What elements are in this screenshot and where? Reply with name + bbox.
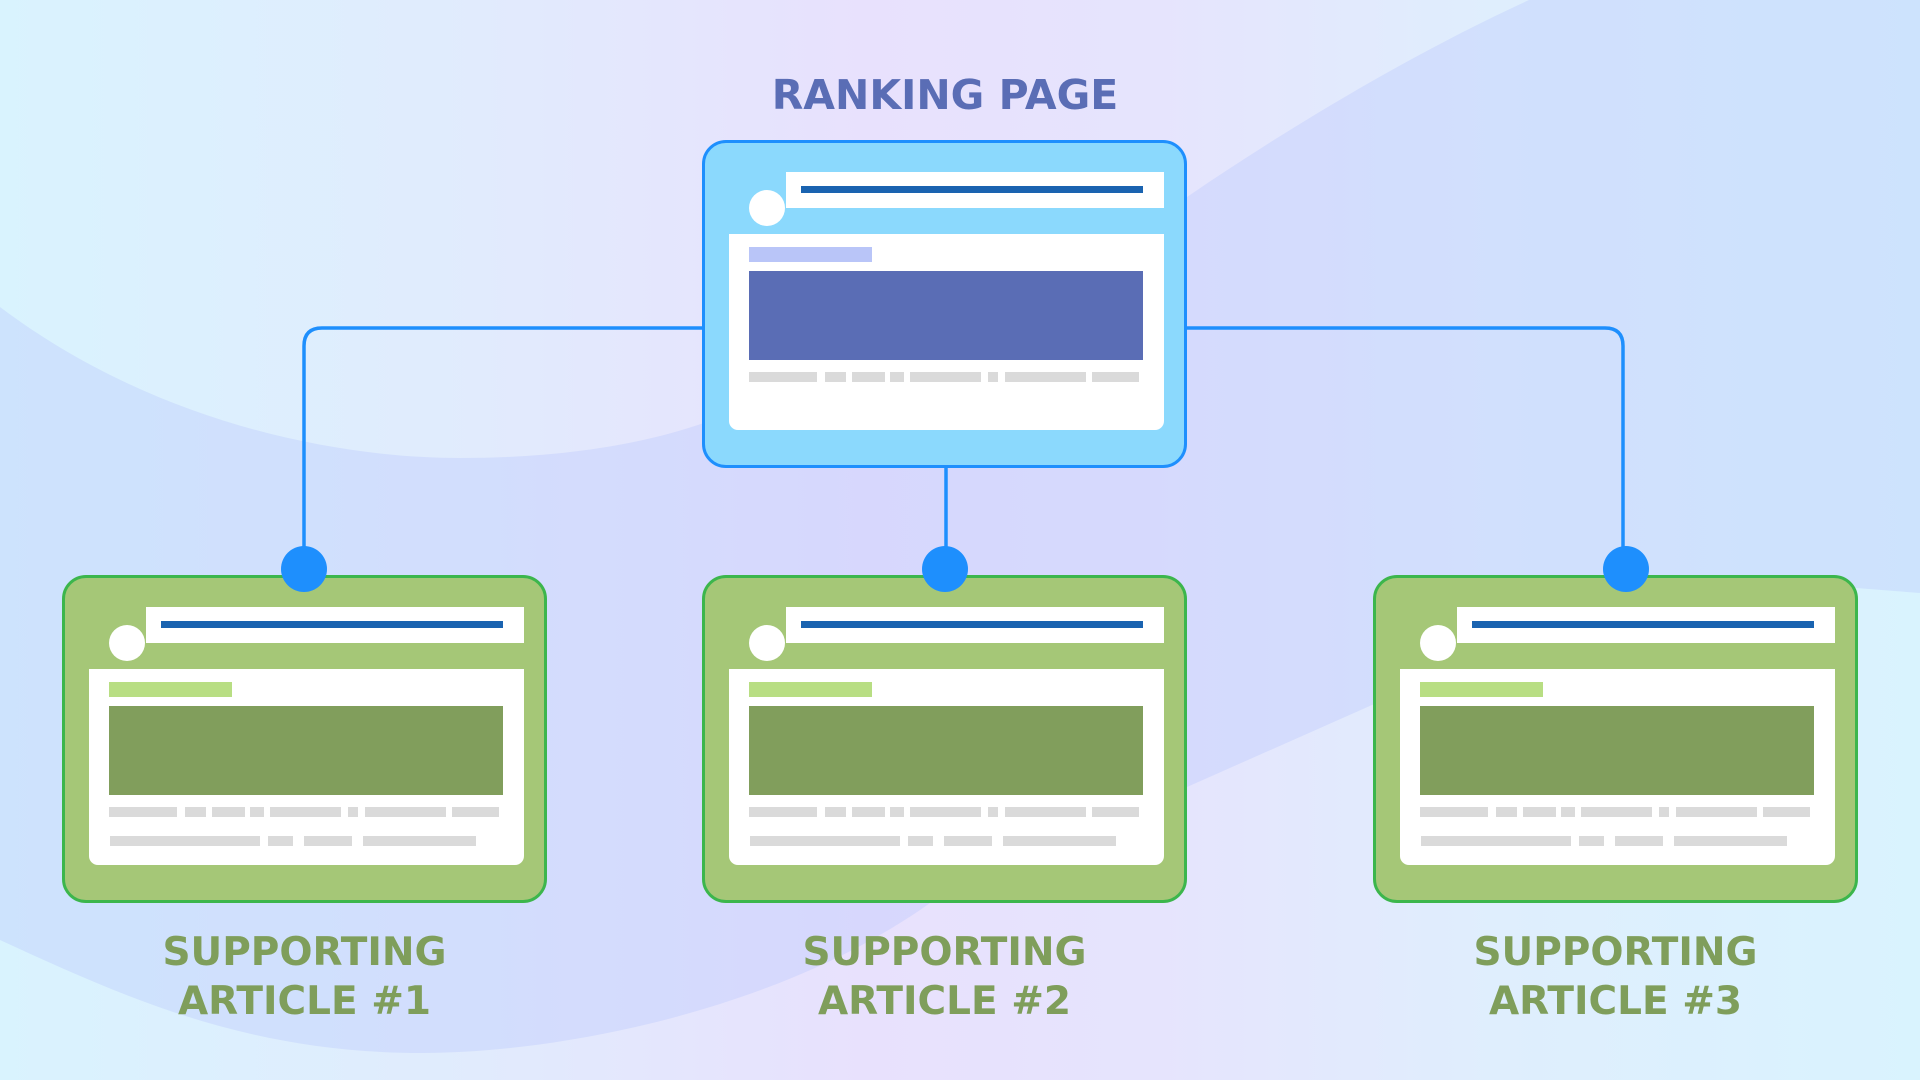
url-line	[801, 186, 1143, 193]
browser-dot-icon	[749, 190, 785, 226]
hero-image	[1420, 706, 1814, 795]
text-row	[109, 836, 503, 846]
text-placeholder	[365, 807, 446, 817]
text-placeholder	[363, 836, 476, 846]
connection-node-1	[281, 546, 327, 592]
article-title-line1: SUPPORTING	[802, 930, 1087, 975]
text-placeholder	[1003, 836, 1116, 846]
supporting-article-card-1	[62, 575, 547, 903]
text-row	[109, 807, 503, 817]
text-placeholder	[988, 807, 998, 817]
text-placeholder	[1561, 807, 1575, 817]
article-title-line1: SUPPORTING	[1473, 930, 1758, 975]
label-bar	[749, 682, 872, 697]
text-placeholder	[1092, 807, 1139, 817]
text-placeholder	[1005, 372, 1086, 382]
text-placeholder	[270, 807, 341, 817]
url-bar	[1457, 607, 1835, 643]
content-panel	[729, 669, 1164, 865]
content-panel	[1400, 669, 1835, 865]
text-placeholder	[1005, 807, 1086, 817]
ranking-page-card	[702, 140, 1187, 468]
url-line	[801, 621, 1143, 628]
connection-node-3	[1603, 546, 1649, 592]
text-placeholder	[1763, 807, 1810, 817]
text-row	[749, 372, 1143, 382]
browser-dot-icon	[109, 625, 145, 661]
text-row	[749, 807, 1143, 817]
text-placeholder	[890, 807, 904, 817]
text-placeholder	[1420, 807, 1488, 817]
text-placeholder	[749, 372, 817, 382]
text-placeholder	[452, 807, 499, 817]
text-row	[1420, 807, 1814, 817]
content-panel	[89, 669, 524, 865]
text-placeholder	[185, 807, 206, 817]
supporting-article-card-3	[1373, 575, 1858, 903]
text-row	[1420, 836, 1814, 846]
text-row	[749, 836, 1143, 846]
text-placeholder	[749, 807, 817, 817]
label-bar	[109, 682, 232, 697]
label-bar	[749, 247, 872, 262]
hero-image	[109, 706, 503, 795]
text-placeholder	[110, 836, 260, 846]
url-line	[161, 621, 503, 628]
text-placeholder	[268, 836, 293, 846]
connection-node-2	[922, 546, 968, 592]
connector-left	[302, 326, 704, 555]
supporting-article-card-2	[702, 575, 1187, 903]
article-title-2: SUPPORTING ARTICLE #2	[702, 928, 1187, 1026]
ranking-page-title: RANKING PAGE	[771, 71, 1119, 119]
text-placeholder	[750, 836, 900, 846]
text-placeholder	[1676, 807, 1757, 817]
article-title-1: SUPPORTING ARTICLE #1	[62, 928, 547, 1026]
article-title-3: SUPPORTING ARTICLE #3	[1373, 928, 1858, 1026]
text-placeholder	[944, 836, 992, 846]
text-placeholder	[908, 836, 933, 846]
text-placeholder	[988, 372, 998, 382]
text-placeholder	[1421, 836, 1571, 846]
label-bar	[1420, 682, 1543, 697]
text-placeholder	[1581, 807, 1652, 817]
text-placeholder	[825, 372, 846, 382]
text-placeholder	[852, 807, 885, 817]
article-title-line2: ARTICLE #1	[177, 979, 432, 1024]
url-bar	[146, 607, 524, 643]
text-placeholder	[250, 807, 264, 817]
text-placeholder	[890, 372, 904, 382]
text-placeholder	[1674, 836, 1787, 846]
text-placeholder	[212, 807, 245, 817]
url-bar	[786, 172, 1164, 208]
article-title-line2: ARTICLE #2	[817, 979, 1072, 1024]
text-placeholder	[304, 836, 352, 846]
text-placeholder	[1523, 807, 1556, 817]
url-bar	[786, 607, 1164, 643]
text-placeholder	[109, 807, 177, 817]
url-line	[1472, 621, 1814, 628]
text-placeholder	[1496, 807, 1517, 817]
text-placeholder	[348, 807, 358, 817]
connector-right	[1186, 326, 1625, 555]
hero-image	[749, 706, 1143, 795]
article-title-line2: ARTICLE #3	[1488, 979, 1743, 1024]
text-placeholder	[852, 372, 885, 382]
article-title-line1: SUPPORTING	[162, 930, 447, 975]
text-placeholder	[910, 807, 981, 817]
browser-dot-icon	[1420, 625, 1456, 661]
text-placeholder	[1659, 807, 1669, 817]
browser-dot-icon	[749, 625, 785, 661]
text-placeholder	[1092, 372, 1139, 382]
text-placeholder	[825, 807, 846, 817]
text-placeholder	[910, 372, 981, 382]
text-placeholder	[1579, 836, 1604, 846]
text-placeholder	[1615, 836, 1663, 846]
hero-image	[749, 271, 1143, 360]
content-panel	[729, 234, 1164, 430]
